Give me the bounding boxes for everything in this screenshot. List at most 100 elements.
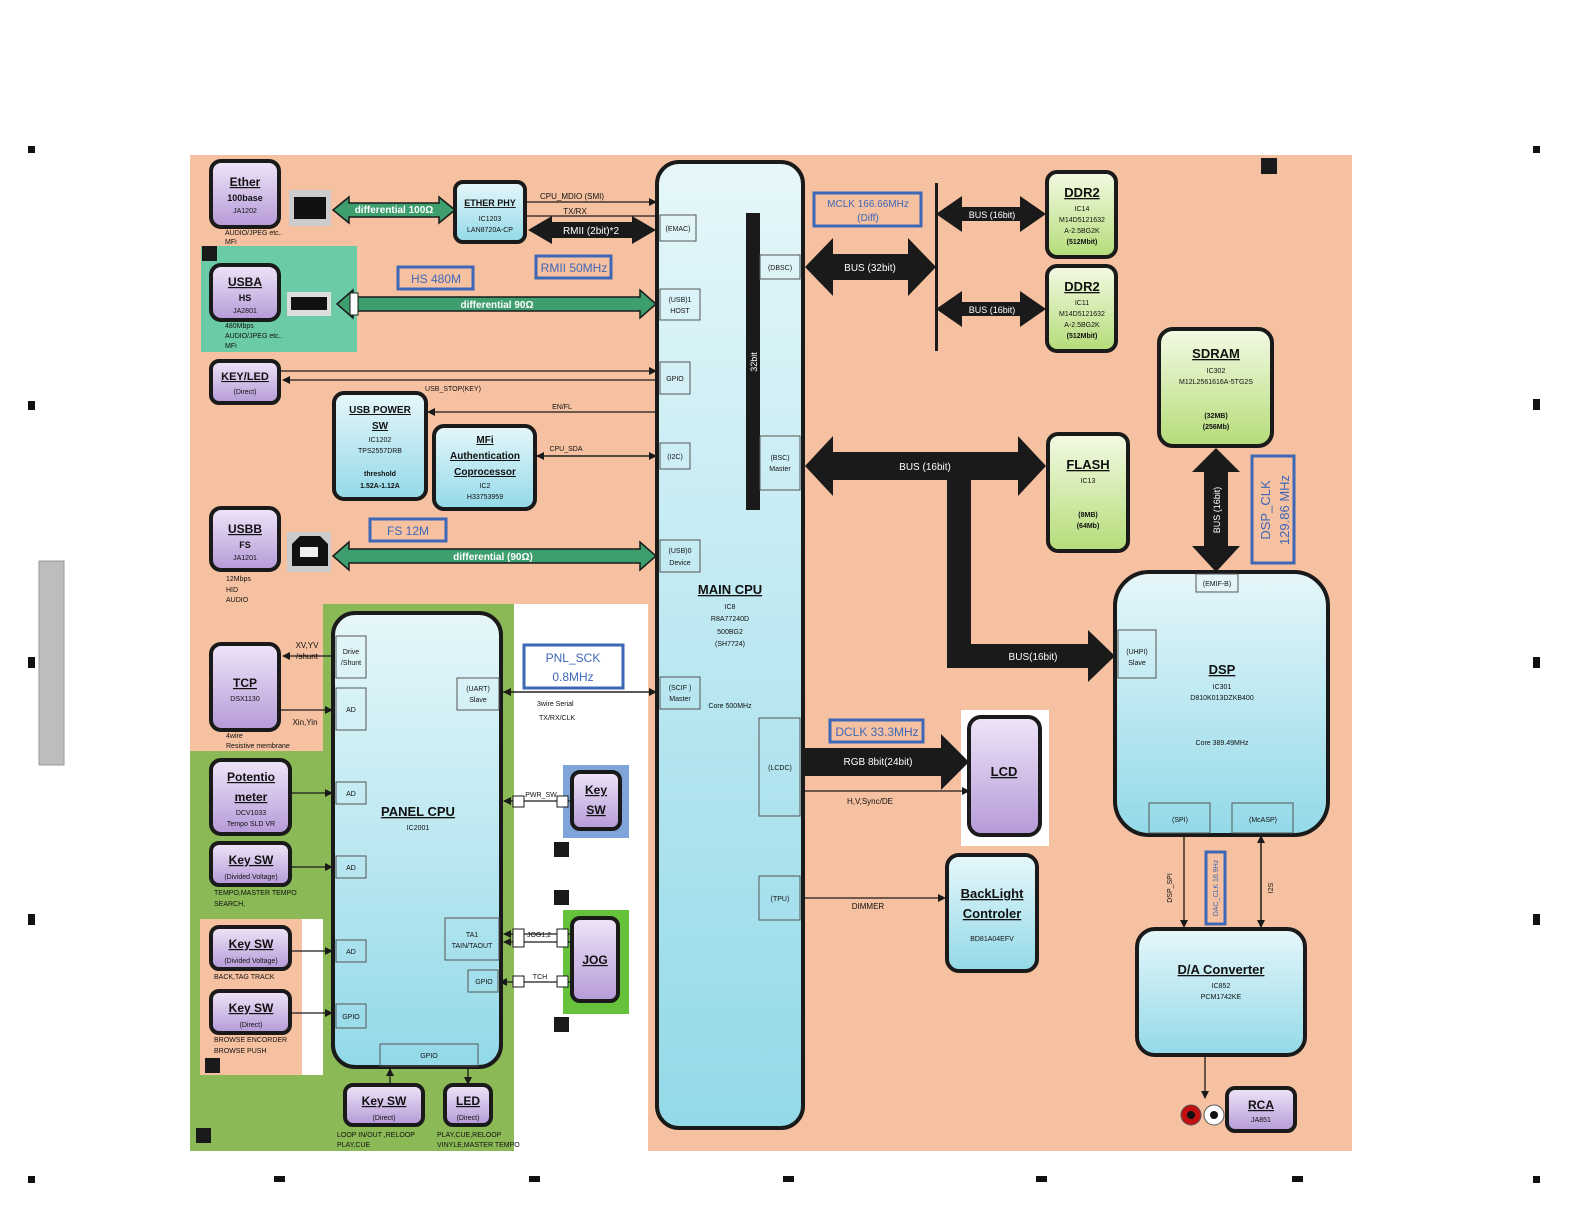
port-spi: (SPI) — [1172, 817, 1188, 824]
backlight-title1: BackLight — [961, 886, 1025, 901]
port-gpio1: GPIO — [342, 1014, 360, 1021]
port-uhpi2: Slave — [1128, 660, 1146, 667]
ether-phy-ic: IC1203 — [479, 216, 502, 223]
flash-size2: (64Mb) — [1077, 523, 1100, 530]
cpu-port-boxes — [335, 214, 1294, 1067]
ddr2b-ic: IC11 — [1075, 300, 1089, 307]
ddr2b-part1: M14D5121632 — [1059, 311, 1105, 318]
keysw-pwr-title2: SW — [586, 803, 606, 817]
sdram-part: M12L2561616A-5TG2S — [1179, 379, 1253, 386]
main-cpu-title: MAIN CPU — [698, 582, 762, 597]
keysw1-title: Key SW — [229, 853, 274, 867]
main-cpu-part1: R8A77240D — [711, 616, 749, 623]
bus-arrows — [528, 183, 1240, 790]
port-gpio3: GPIO — [420, 1053, 438, 1060]
mfi-title2: Authentication — [450, 451, 520, 462]
port-lcdc: (LCDC) — [768, 765, 792, 772]
ddr2b-block — [1045, 264, 1118, 353]
dsp-part: D810K013DZKB400 — [1190, 695, 1254, 702]
keysw3-title: Key SW — [229, 1001, 274, 1015]
usb-power-title1: USB POWER — [349, 405, 411, 416]
usb-power-th1: threshold — [364, 471, 396, 478]
usba-note3: MFi — [225, 343, 237, 350]
usbb-note3: AUDIO — [226, 597, 249, 604]
usba-title: USBA — [228, 275, 262, 289]
dac-title: D/A Converter — [1178, 962, 1265, 977]
port-scifa: (SCIF ) — [669, 685, 692, 692]
panel-cpu-title: PANEL CPU — [381, 804, 455, 819]
usb-connector-mark — [349, 292, 359, 316]
usbb-note1: 12Mbps — [226, 576, 251, 583]
link-jog12: JOG1,2 — [527, 932, 551, 939]
keysw-pwr-title1: Key — [585, 783, 607, 797]
link-bus32: BUS (32bit) — [844, 263, 896, 274]
purple-chips — [209, 159, 1297, 1133]
keysw3-note2: BROWSE PUSH — [214, 1048, 267, 1055]
port-emac: (EMAC) — [666, 226, 691, 233]
ether-phy-title: ETHER PHY — [464, 198, 516, 208]
usba-sub: HS — [239, 293, 252, 303]
mfi-part: H33753959 — [467, 494, 503, 501]
backlight-part: BD81A04EFV — [970, 936, 1014, 943]
usba-note1: 480Mbps — [225, 323, 254, 330]
keysw4-note2: PLAY,CUE — [337, 1142, 371, 1149]
backlight-title2: Controler — [963, 906, 1022, 921]
clock-pnl1: PNL_SCK — [546, 651, 601, 665]
connector-icons — [287, 190, 331, 572]
ether-note1: AUDIO/JPEG etc.. — [225, 230, 283, 237]
link-bus16-sdram: BUS (16bit) — [1212, 487, 1222, 534]
port-usb1b: HOST — [670, 308, 690, 315]
ddr2a-ic: IC14 — [1075, 206, 1090, 213]
backlight-block — [945, 853, 1039, 973]
dac-part: PCM1742KE — [1201, 994, 1242, 1001]
keysw4-sub: (Direct) — [373, 1115, 396, 1122]
keysw2-title: Key SW — [229, 937, 274, 951]
led-sub: (Direct) — [457, 1115, 480, 1122]
link-dimmer: DIMMER — [852, 902, 885, 911]
zone-markers — [196, 158, 1277, 1143]
rca-jacks-icon — [1180, 1104, 1225, 1126]
port-uart1: (UART) — [466, 686, 490, 693]
usb-power-block — [332, 391, 428, 501]
keysw4-note1: LOOP IN/OUT ,RELOOP — [337, 1132, 415, 1139]
port-gpio: GPIO — [666, 376, 684, 383]
keysw3-note1: BROWSE ENCORDER — [214, 1037, 287, 1044]
ether-note2: MFi — [225, 239, 237, 246]
tcp-part: DSX1130 — [230, 696, 260, 703]
ddr2a-size: (512Mbit) — [1067, 239, 1098, 246]
flash-ic: IC13 — [1081, 478, 1096, 485]
ether-ic: JA1202 — [233, 208, 257, 215]
sdram-title: SDRAM — [1192, 346, 1240, 361]
flash-block — [1046, 432, 1130, 553]
usba-note2: AUDIO/JPEG etc.. — [225, 333, 283, 340]
clock-fs: FS 12M — [387, 524, 429, 538]
link-diff90b: differential (90Ω) — [453, 552, 533, 563]
port-i2c: (I2C) — [667, 454, 683, 461]
usbb-ic: JA1201 — [233, 555, 257, 562]
link-pwr-sw: PWR_SW — [525, 792, 557, 799]
link-enfl: EN/FL — [552, 404, 572, 411]
usbb-sub: FS — [239, 540, 251, 550]
keyled-title: KEY/LED — [221, 371, 269, 383]
link-diff90a: differential 90Ω — [460, 300, 533, 311]
link-tch: TCH — [533, 974, 547, 981]
port-ad2: AD — [346, 791, 356, 798]
port-ad1: AD — [346, 707, 356, 714]
ddr2a-title: DDR2 — [1064, 185, 1099, 200]
link-serial2: TX/RX/CLK — [539, 715, 576, 722]
port-tpu: (TPU) — [771, 896, 790, 903]
pin-markers — [512, 795, 569, 988]
keysw2-note1: BACK,TAG TRACK — [214, 974, 275, 981]
keysw1-sub: (Divided Voltage) — [224, 874, 277, 881]
potentio-title2: meter — [235, 790, 268, 804]
clock-pnl2: 0.8MHz — [552, 670, 593, 684]
link-bus16a: BUS (16bit) — [969, 210, 1016, 220]
port-dbsc: (DBSC) — [768, 265, 792, 272]
ether-phy-block — [453, 180, 527, 244]
page-tab — [38, 560, 65, 766]
ether-phy-part: LAN8720A-CP — [467, 227, 513, 234]
port-bsca: (BSC) — [770, 455, 789, 462]
port-ta2: TAIN/TAOUT — [452, 943, 493, 950]
port-ad4: AD — [346, 949, 356, 956]
cpu-internal-bus — [746, 213, 760, 510]
